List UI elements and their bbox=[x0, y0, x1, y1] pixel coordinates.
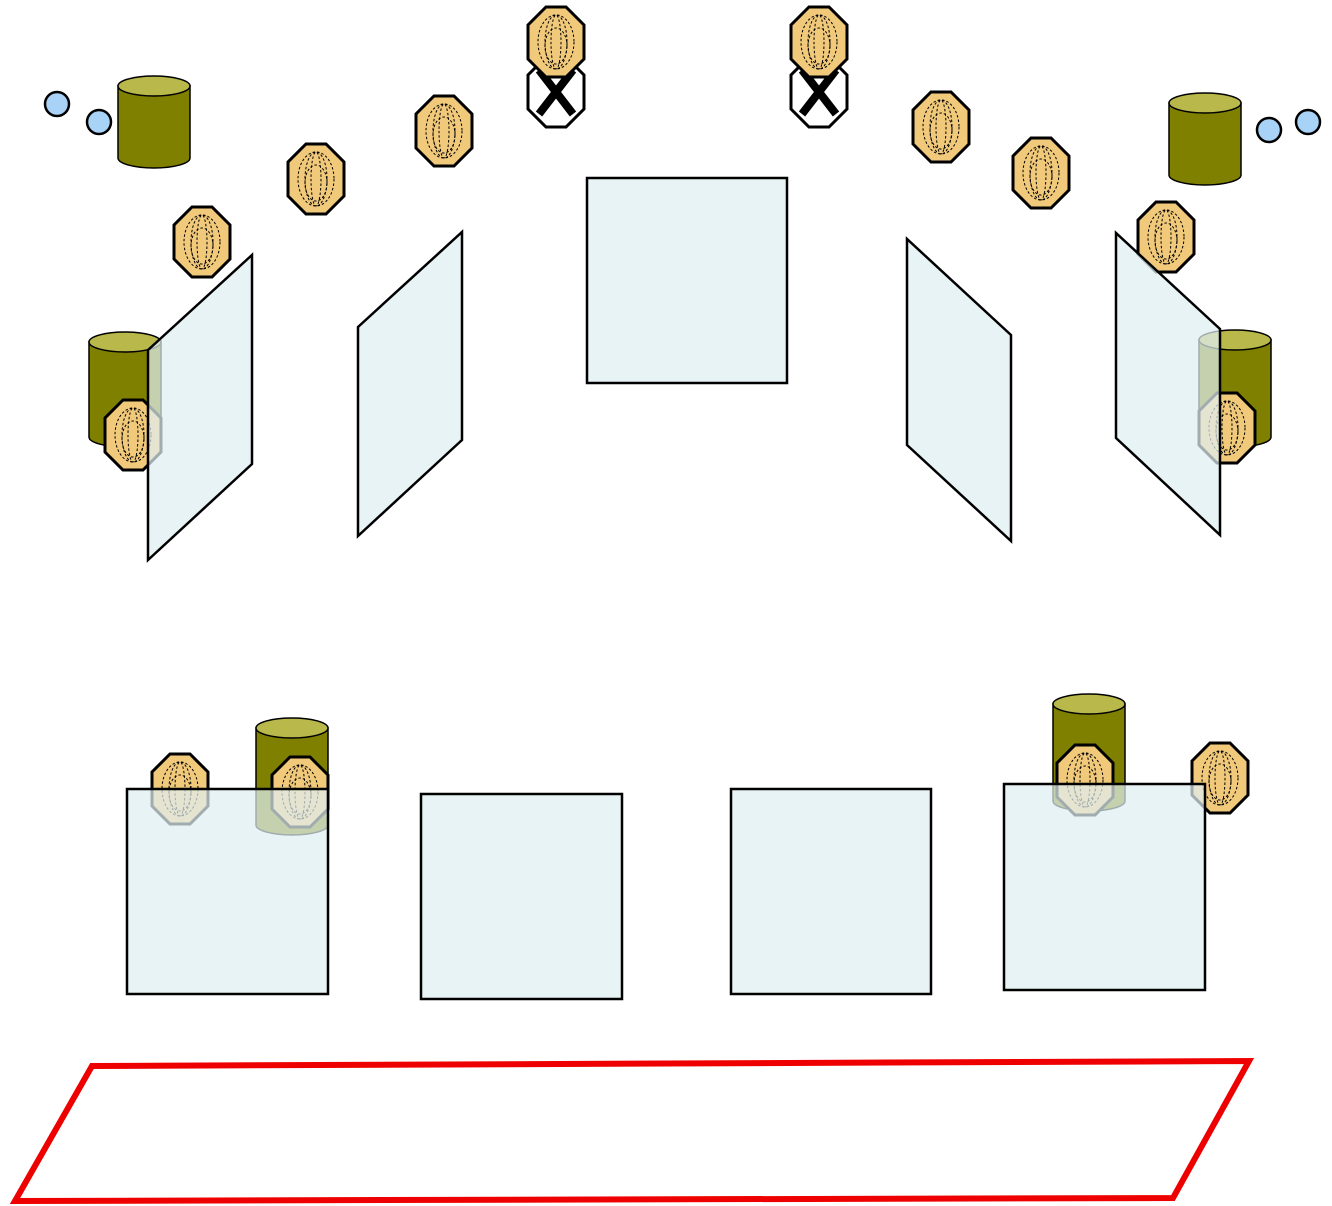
panel-icon bbox=[731, 789, 931, 994]
panel-icon bbox=[587, 178, 787, 383]
octagon-token-icon bbox=[913, 92, 969, 162]
panel-icon bbox=[358, 232, 462, 536]
octagon-token-icon bbox=[288, 144, 344, 214]
panel-icon bbox=[1004, 784, 1205, 990]
sphere-icon bbox=[1257, 118, 1281, 142]
octagon-token-icon bbox=[791, 7, 847, 77]
sphere-icon bbox=[1296, 110, 1320, 134]
octagon-token-icon bbox=[174, 207, 230, 277]
sphere-icon bbox=[45, 92, 69, 116]
octagon-token-icon bbox=[1013, 138, 1069, 208]
panel-icon bbox=[1116, 233, 1220, 535]
sphere-icon bbox=[87, 110, 111, 134]
cylinder-icon bbox=[118, 76, 190, 168]
platform-outline bbox=[15, 1061, 1249, 1201]
panel-icon bbox=[127, 789, 328, 994]
octagon-token-icon bbox=[528, 7, 584, 77]
octagon-token-icon bbox=[416, 96, 472, 166]
panel-icon bbox=[421, 794, 622, 999]
panel-icon bbox=[907, 239, 1011, 541]
panel-icon bbox=[148, 255, 252, 560]
cylinder-icon bbox=[1169, 93, 1241, 185]
